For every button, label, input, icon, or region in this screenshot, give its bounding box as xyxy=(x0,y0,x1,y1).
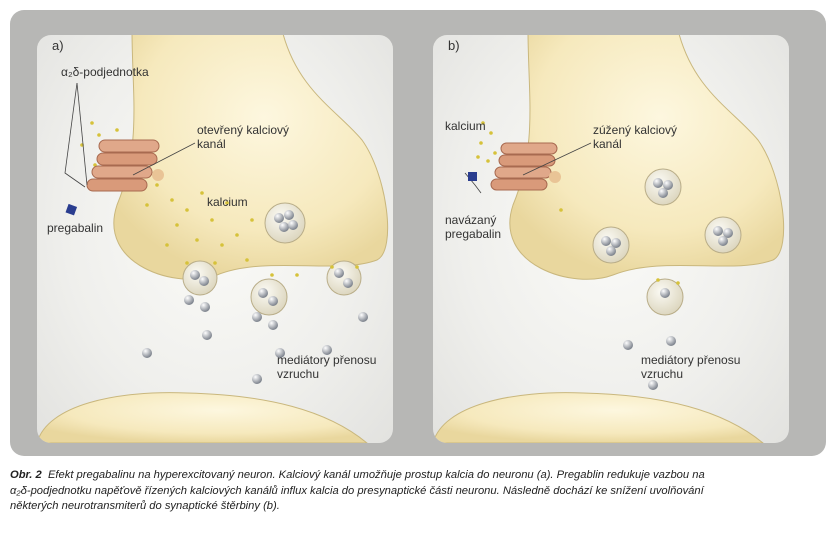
panel-a-letter: a) xyxy=(52,38,64,53)
calcium-label-a: kalcium xyxy=(207,195,248,209)
open-calcium-channel xyxy=(86,139,164,192)
bound-pregabalin-label: navázaný pregabalin xyxy=(445,213,502,241)
caption-line-2: α₂δ-podjednotku napěťově řízených kalcio… xyxy=(10,484,704,497)
narrowed-channel-label: zúžený kalciový kanál xyxy=(593,123,678,151)
caption-line-3: některých neurotransmiterů do synaptické… xyxy=(10,500,280,512)
open-channel-label: otevřený kalciový kanál xyxy=(197,123,290,151)
subunit-label: α₂δ-podjednotka xyxy=(61,65,149,79)
panel-b-letter: b) xyxy=(448,38,460,53)
figure-caption: Obr. 2 Efekt pregabalinu na hyperexcitov… xyxy=(10,468,826,515)
pregabalin-label: pregabalin xyxy=(47,221,104,235)
mediators-label-b: mediátory přenosu vzruchu xyxy=(641,353,741,381)
pregabalin-icon xyxy=(65,203,78,216)
postsynaptic-neuron xyxy=(37,392,368,443)
panel-b: b) kalcium zúžený kalciový kanál navázan… xyxy=(433,35,789,443)
mediators-label-a: mediátory přenosu vzruchu xyxy=(277,353,377,381)
panel-b-illustration xyxy=(433,35,785,443)
narrowed-calcium-channel xyxy=(490,142,561,191)
caption-prefix: Obr. 2 xyxy=(10,469,42,481)
panel-a: a) α₂δ-podjednotka otevřený kalciový kan… xyxy=(37,35,393,443)
caption-line-1-text: Efekt pregabalinu na hyperexcitovaný neu… xyxy=(47,469,705,481)
panel-a-illustration xyxy=(37,35,389,443)
calcium-label-b: kalcium xyxy=(445,119,486,133)
caption-line-1: Obr. 2 Efekt pregabalinu na hyperexcitov… xyxy=(10,468,826,484)
postsynaptic-neuron xyxy=(433,392,764,443)
bound-pregabalin-icon xyxy=(468,172,477,181)
